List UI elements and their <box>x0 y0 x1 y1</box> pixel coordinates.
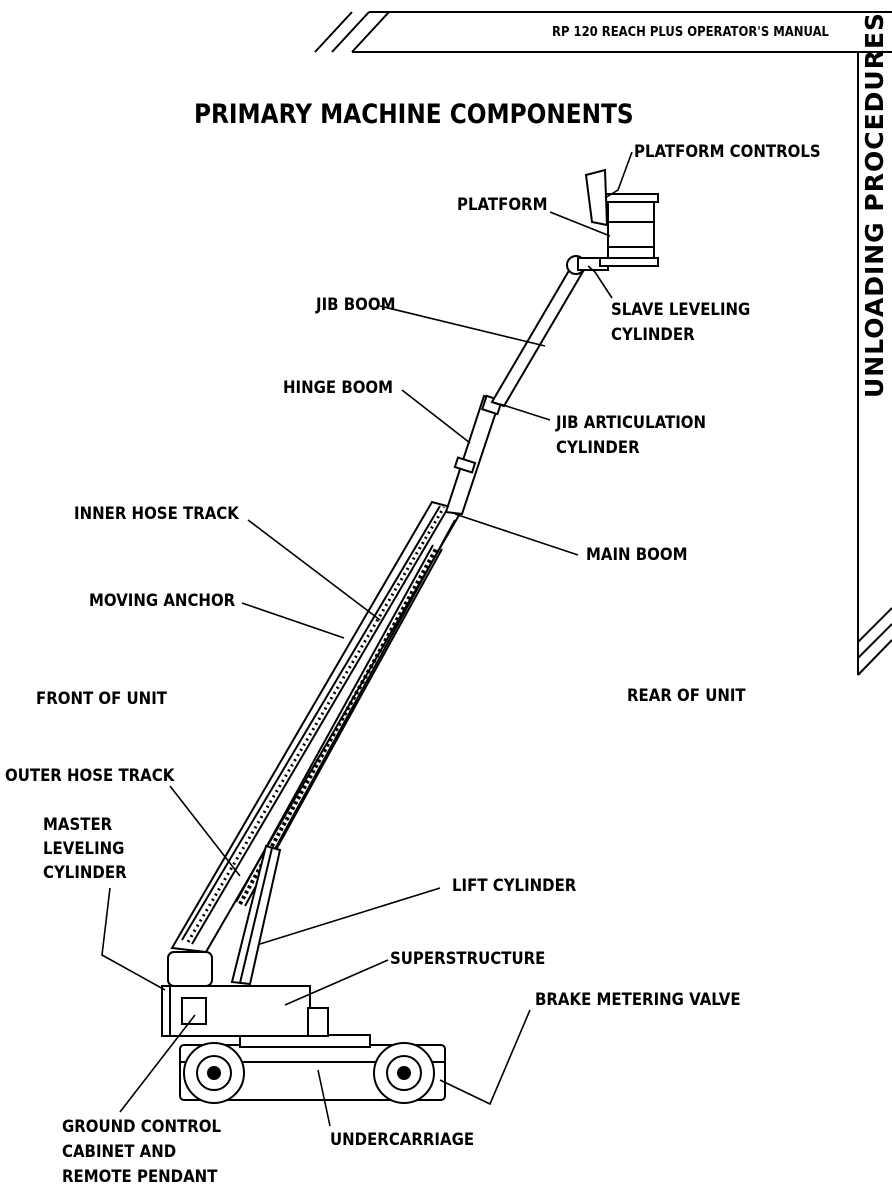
platform-art <box>584 168 659 267</box>
section-tab: UNLOADING PROCEDURES <box>860 11 889 398</box>
label-main-boom: MAIN BOOM <box>586 545 688 565</box>
label-ground-control-line2: CABINET AND <box>62 1142 177 1162</box>
label-master-leveling-cylinder-line2: LEVELING <box>43 839 125 859</box>
leader-lines <box>101 151 633 1127</box>
label-rear-of-unit: REAR OF UNIT <box>627 686 746 706</box>
main-boom-art <box>170 500 464 954</box>
label-jib-articulation-cylinder-line2: CYLINDER <box>556 438 640 458</box>
hinge-boom-art <box>444 394 504 516</box>
label-outer-hose-track: OUTER HOSE TRACK <box>5 766 175 786</box>
label-slave-leveling-cylinder-line1: SLAVE LEVELING <box>611 300 751 320</box>
superstructure-art <box>161 951 329 1037</box>
label-hinge-boom: HINGE BOOM <box>283 378 394 398</box>
label-inner-hose-track: INNER HOSE TRACK <box>74 504 239 524</box>
label-platform-controls: PLATFORM CONTROLS <box>634 142 821 162</box>
label-jib-articulation-cylinder-line1: JIB ARTICULATION <box>556 413 707 433</box>
diagram-title: PRIMARY MACHINE COMPONENTS <box>194 99 634 130</box>
label-lift-cylinder: LIFT CYLINDER <box>452 876 577 896</box>
lift-cylinder-art <box>230 844 282 986</box>
label-superstructure: SUPERSTRUCTURE <box>390 949 546 969</box>
label-brake-metering-valve: BRAKE METERING VALVE <box>535 990 741 1010</box>
label-undercarriage: UNDERCARRIAGE <box>330 1130 475 1150</box>
label-front-of-unit: FRONT OF UNIT <box>36 689 167 709</box>
label-ground-control-line3: REMOTE PENDANT <box>62 1167 218 1187</box>
label-ground-control-line1: GROUND CONTROL <box>62 1117 222 1137</box>
manual-title: RP 120 REACH PLUS OPERATOR'S MANUAL <box>552 24 829 40</box>
label-jib-boom: JIB BOOM <box>316 295 396 315</box>
undercarriage-art <box>179 1034 446 1104</box>
label-slave-leveling-cylinder-line2: CYLINDER <box>611 325 695 345</box>
label-platform: PLATFORM <box>457 195 548 215</box>
label-moving-anchor: MOVING ANCHOR <box>89 591 236 611</box>
header-frame <box>314 11 892 676</box>
label-master-leveling-cylinder-line3: CYLINDER <box>43 863 127 883</box>
jib-boom-art <box>490 255 609 408</box>
label-master-leveling-cylinder-line1: MASTER <box>43 815 113 835</box>
